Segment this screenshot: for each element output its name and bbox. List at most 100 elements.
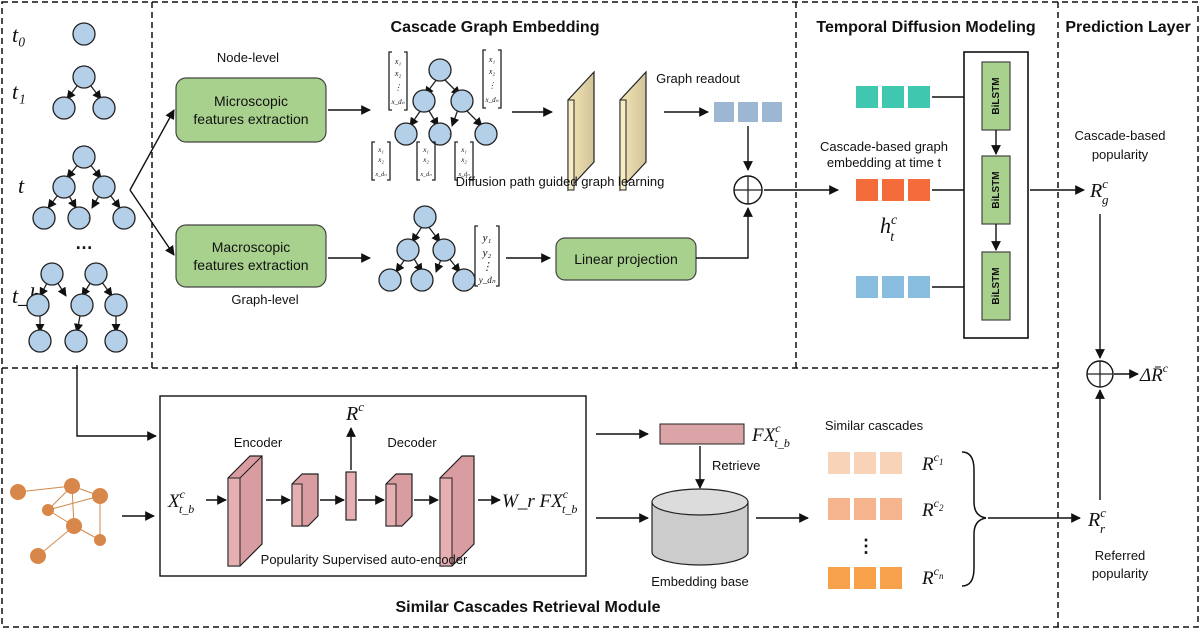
svg-text:BiLSTM: BiLSTM bbox=[991, 77, 1002, 114]
svg-text:Microscopic: Microscopic bbox=[214, 93, 288, 109]
svg-text:Linear projection: Linear projection bbox=[574, 251, 678, 267]
svg-text:x₂: x₂ bbox=[394, 69, 402, 78]
svg-text:Macroscopic: Macroscopic bbox=[212, 239, 291, 255]
embedding-base-cylinder bbox=[651, 488, 749, 566]
autoencoder-label: Popularity Supervised auto-encoder bbox=[261, 552, 468, 567]
svg-text:BiLSTM: BiLSTM bbox=[991, 171, 1002, 208]
svg-text:x₂: x₂ bbox=[460, 156, 467, 164]
bilstm-stack: BiLSTM BiLSTM BiLSTM bbox=[963, 51, 1029, 339]
gnn-layer-2 bbox=[619, 70, 647, 192]
embedding-vector-teal bbox=[856, 86, 930, 108]
decoder-label: Decoder bbox=[387, 435, 437, 450]
svg-text:x₁: x₁ bbox=[394, 57, 402, 66]
svg-text:x_dₙ: x_dₙ bbox=[485, 96, 499, 104]
title-temporal-diffusion-modeling: Temporal Diffusion Modeling bbox=[816, 19, 1035, 36]
x-vector-2: x₁ x₂ ⋮ x_dₙ bbox=[482, 49, 502, 109]
linear-projection-box: Linear projection bbox=[555, 237, 697, 281]
micro-feature-tree: x₁ x₂ ⋮ x_dₙ x₁ x₂ ⋮ x_dₙ x₁ x₂ x_dₙ x₁ … bbox=[371, 49, 502, 181]
svg-text:BiLSTM: BiLSTM bbox=[991, 267, 1002, 304]
svg-text:x₂: x₂ bbox=[422, 156, 429, 164]
x-vector-4: x₁ x₂ x_dₙ bbox=[416, 141, 436, 181]
cascade-tree-t1 bbox=[52, 65, 116, 120]
gnn-layer-1 bbox=[567, 70, 595, 192]
time-label-t1: t₁ bbox=[12, 79, 26, 104]
svg-text:x_dₙ: x_dₙ bbox=[391, 98, 405, 106]
svg-text:⋮: ⋮ bbox=[394, 83, 402, 92]
rc-label: Rc bbox=[345, 399, 364, 425]
svg-text:⋮: ⋮ bbox=[482, 261, 493, 273]
curly-brace bbox=[961, 451, 987, 587]
svg-text:x₁: x₁ bbox=[422, 146, 429, 154]
svg-text:x₂: x₂ bbox=[488, 67, 496, 76]
svg-text:x₁: x₁ bbox=[377, 146, 384, 154]
embedding-vector-blue bbox=[856, 276, 930, 298]
social-graph-icon bbox=[10, 478, 108, 564]
embedding-vector-orange bbox=[856, 179, 930, 201]
referred-popularity-label-2: popularity bbox=[1092, 566, 1149, 581]
encoder-label: Encoder bbox=[234, 435, 283, 450]
x-vector-1: x₁ x₂ ⋮ x_dₙ bbox=[388, 51, 408, 111]
cascade-node bbox=[72, 22, 96, 46]
svg-text:⋮: ⋮ bbox=[488, 81, 496, 90]
svg-text:x_dₙ: x_dₙ bbox=[374, 172, 387, 178]
svg-text:x₁: x₁ bbox=[488, 55, 496, 64]
svg-text:x₁: x₁ bbox=[460, 146, 467, 154]
macro-feature-tree bbox=[378, 205, 476, 292]
macroscopic-features-box: Macroscopic features extraction bbox=[175, 224, 327, 288]
svg-text:features extraction: features extraction bbox=[193, 257, 308, 273]
microscopic-features-box: Microscopic features extraction bbox=[175, 77, 327, 143]
decoder-layer-1 bbox=[385, 473, 413, 527]
similar-cascade-1 bbox=[828, 452, 902, 474]
bilstm-cell-3: BiLSTM bbox=[981, 251, 1011, 321]
encoder-layer-1 bbox=[227, 455, 263, 567]
x-vector-5: x₁ x₂ x_dₙ bbox=[454, 141, 474, 181]
svg-text:x₂: x₂ bbox=[377, 156, 384, 164]
delta-r-label: ΔR̄c bbox=[1139, 361, 1169, 386]
r-c1-label: Rc1 bbox=[921, 450, 943, 475]
fx-embedding-bar bbox=[659, 423, 745, 445]
y-vector: y₁ y₂ ⋮ y_dₙ bbox=[474, 225, 500, 287]
autoencoder-frame bbox=[159, 395, 587, 577]
title-similar-cascades-retrieval: Similar Cascades Retrieval Module bbox=[396, 599, 661, 616]
cascade-tree-t bbox=[32, 145, 136, 230]
svg-text:y₁: y₁ bbox=[482, 232, 492, 244]
sum-operator bbox=[1086, 360, 1114, 388]
bilstm-cell-1: BiLSTM bbox=[981, 61, 1011, 131]
graph-readout-label: Graph readout bbox=[656, 71, 740, 86]
graph-level-label: Graph-level bbox=[231, 292, 298, 307]
x-vector-3: x₁ x₂ x_dₙ bbox=[371, 141, 391, 181]
svg-text:x_dₙ: x_dₙ bbox=[419, 172, 432, 178]
bilstm-cell-2: BiLSTM bbox=[981, 155, 1011, 225]
cascade-tree-tb bbox=[26, 262, 128, 353]
time-label-t0: t₀ bbox=[12, 22, 26, 47]
decoder-layer-2 bbox=[439, 455, 475, 567]
readout-vector bbox=[714, 102, 782, 122]
time-label-t: t bbox=[18, 173, 25, 198]
concat-operator bbox=[733, 175, 763, 205]
cascade-popularity-label-2: popularity bbox=[1092, 147, 1149, 162]
svg-text:features extraction: features extraction bbox=[193, 111, 308, 127]
svg-text:y_dₙ: y_dₙ bbox=[478, 275, 496, 285]
node-level-label: Node-level bbox=[217, 50, 279, 65]
snapshot-arrows bbox=[76, 109, 175, 441]
time-ellipsis: … bbox=[75, 233, 93, 253]
encoder-layer-2 bbox=[291, 473, 319, 527]
r-c2-label: Rc2 bbox=[921, 496, 944, 521]
path-learning-label: Diffusion path guided graph learning bbox=[456, 174, 665, 189]
cascade-popularity-label-1: Cascade-based bbox=[1074, 128, 1165, 143]
similar-cascade-n bbox=[828, 567, 902, 589]
svg-text:x_dₙ: x_dₙ bbox=[457, 172, 470, 178]
retrieve-label: Retrieve bbox=[712, 458, 760, 473]
cascade-graph-label-2: embedding at time t bbox=[827, 155, 942, 170]
title-prediction-layer: Prediction Layer bbox=[1065, 19, 1190, 36]
similar-dots: ⋮ bbox=[857, 536, 875, 556]
similar-cascade-2 bbox=[828, 498, 902, 520]
title-cascade-graph-embedding: Cascade Graph Embedding bbox=[391, 19, 600, 36]
